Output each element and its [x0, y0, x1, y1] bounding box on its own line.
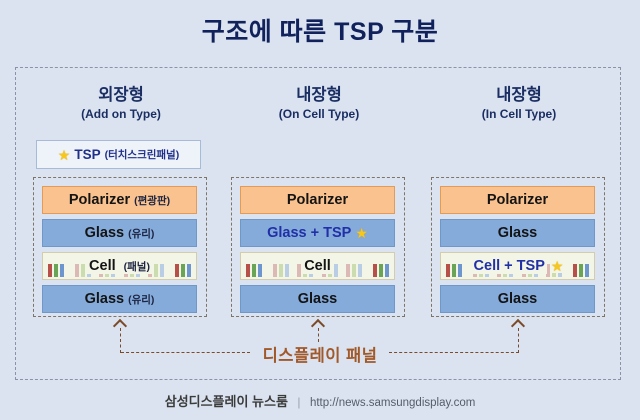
stack-on-cell-type: Polarizer Glass + TSP ★ Cell Glass — [231, 177, 405, 317]
layer-glass: Glass (유리) — [42, 285, 197, 313]
page-title: 구조에 따른 TSP 구분 — [201, 18, 439, 46]
subpixel-bars — [43, 253, 196, 279]
arrow-line — [518, 328, 519, 353]
layer-polarizer: Polarizer — [240, 186, 395, 214]
connector-line — [389, 352, 519, 353]
layer-glass: Glass (유리) — [42, 219, 197, 247]
connector-line — [121, 352, 250, 353]
footer: 삼성디스플레이 뉴스룸 | http://news.samsungdisplay… — [0, 391, 640, 411]
star-icon: ★ — [57, 146, 71, 163]
display-panel-label: 디스플레이 패널 — [262, 347, 378, 365]
layer-label: Cell + TSP — [471, 258, 547, 274]
layer-label: Cell — [87, 258, 118, 274]
column-type-english: (Add on Type) — [81, 107, 161, 121]
layer-label: Polarizer — [486, 192, 549, 208]
layer-glass: Glass — [440, 219, 595, 247]
column-type-english: (In Cell Type) — [481, 107, 557, 121]
footer-separator: | — [297, 395, 301, 409]
footer-source: 삼성디스플레이 뉴스룸 — [164, 394, 288, 409]
stack-in-cell-type: Polarizer Glass Cell + TSP ★ Glass — [431, 177, 605, 317]
arrow-line — [120, 328, 121, 353]
stack-add-on-type: Polarizer (편광판) Glass (유리) Cell (패널) Gla… — [33, 177, 207, 317]
legend-label: TSP — [74, 147, 101, 162]
layer-polarizer: Polarizer — [440, 186, 595, 214]
layer-label: Glass — [497, 225, 538, 241]
layer-label: Polarizer — [68, 192, 131, 208]
layer-cell: Cell (패널) — [42, 252, 197, 280]
layer-label: Glass + TSP — [267, 225, 352, 241]
layer-sublabel: (패널) — [121, 258, 152, 274]
arrow-line — [318, 328, 319, 342]
column-type-english: (On Cell Type) — [278, 107, 360, 121]
star-icon: ★ — [550, 258, 564, 274]
layer-label: Polarizer — [286, 192, 349, 208]
column-header-on-cell-type: 내장형 (On Cell Type) — [231, 81, 407, 121]
layer-sublabel: (유리) — [128, 227, 155, 240]
layer-sublabel: (편광판) — [134, 194, 171, 207]
layer-label: Glass — [84, 225, 125, 241]
main-container — [15, 67, 621, 380]
star-icon: ★ — [355, 225, 368, 241]
layer-label: Glass — [84, 291, 125, 307]
column-header-add-on-type: 외장형 (Add on Type) — [33, 81, 209, 121]
layer-label: Glass — [497, 291, 538, 307]
layer-cell: Cell — [240, 252, 395, 280]
column-name: 내장형 — [296, 86, 342, 104]
column-name: 외장형 — [98, 86, 144, 104]
column-header-in-cell-type: 내장형 (In Cell Type) — [431, 81, 607, 121]
column-name: 내장형 — [496, 86, 542, 104]
layer-cell-tsp: Cell + TSP ★ — [440, 252, 595, 280]
layer-polarizer: Polarizer (편광판) — [42, 186, 197, 214]
layer-glass: Glass — [440, 285, 595, 313]
layer-sublabel: (유리) — [128, 293, 155, 306]
layer-glass-tsp: Glass + TSP ★ — [240, 219, 395, 247]
tsp-legend: ★ TSP (터치스크린패널) — [36, 140, 201, 169]
layer-label: Glass — [297, 291, 338, 307]
layer-label: Cell — [302, 258, 333, 274]
layer-glass: Glass — [240, 285, 395, 313]
footer-url: http://news.samsungdisplay.com — [309, 397, 476, 409]
legend-sublabel: (터치스크린패널) — [104, 149, 180, 161]
